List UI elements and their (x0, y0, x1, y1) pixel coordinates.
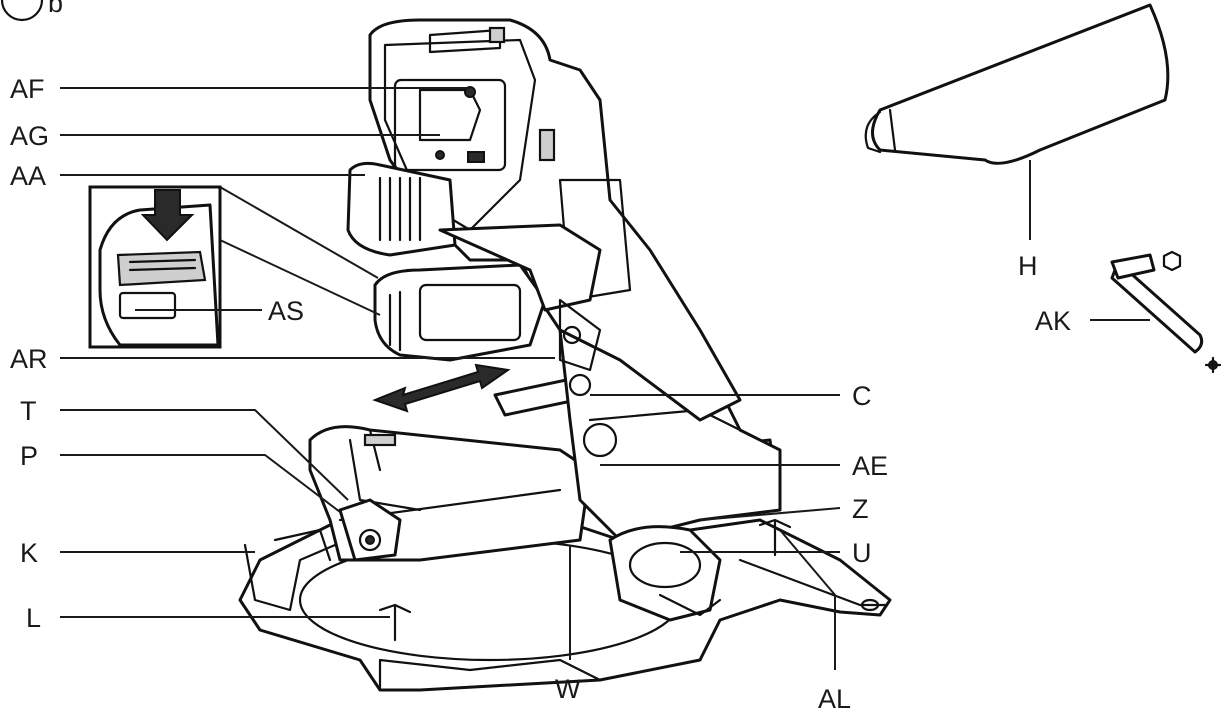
callout-t: T (20, 396, 37, 426)
callout-u: U (852, 538, 872, 568)
callout-h: H (1018, 251, 1038, 281)
slide-direction-arrow (372, 363, 511, 413)
battery-release-inset (88, 185, 381, 349)
callout-labels: AF AG AA AS AR T P K L W C AE Z U AL H A… (10, 74, 1071, 714)
callout-c: C (852, 381, 872, 411)
callout-ag: AG (10, 121, 49, 151)
miter-saw-illustration (238, 3, 1222, 692)
step-marker: b (0, 0, 63, 22)
callout-z: Z (852, 494, 869, 524)
callout-k: K (20, 538, 38, 568)
press-arrow-icon (140, 189, 195, 242)
callout-p: P (20, 441, 38, 471)
callout-aa: AA (10, 161, 46, 191)
callout-ak: AK (1035, 306, 1071, 336)
callout-w: W (555, 674, 581, 704)
oil-bottle (864, 3, 1170, 165)
callout-al: AL (818, 684, 851, 714)
callout-ae: AE (852, 451, 888, 481)
leader-lines (60, 87, 1150, 670)
callout-l: L (26, 603, 41, 633)
hex-key (1110, 250, 1222, 374)
callout-as: AS (268, 296, 304, 326)
step-marker-letter: b (48, 0, 63, 18)
callout-af: AF (10, 74, 45, 104)
callout-ar: AR (10, 344, 48, 374)
